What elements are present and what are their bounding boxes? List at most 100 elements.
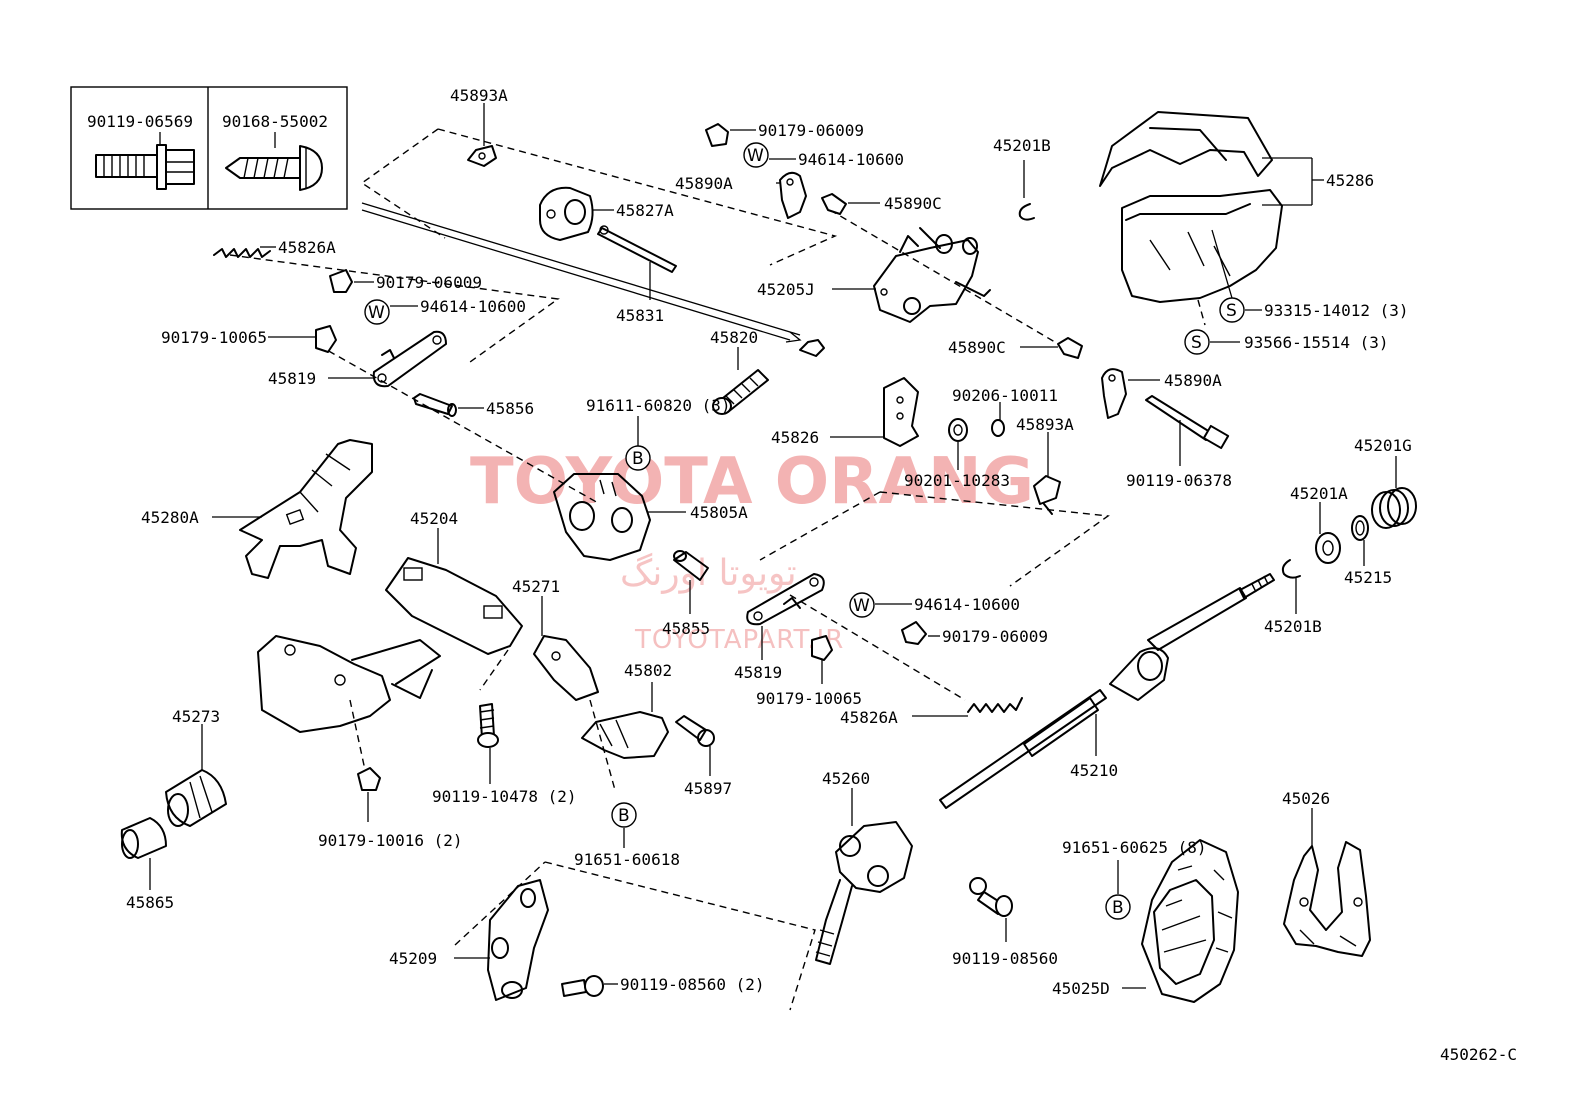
- label-90119-06378: 90119-06378: [1126, 471, 1232, 490]
- svg-text:S: S: [1191, 333, 1202, 353]
- label-45820: 45820: [710, 328, 758, 347]
- diagram-code: 450262-C: [1440, 1045, 1517, 1064]
- bolt-45820: [712, 347, 769, 415]
- shaft-45210: [939, 573, 1275, 809]
- label-45802: 45802: [624, 661, 672, 680]
- label-93566-15514: 93566-15514 (3): [1244, 333, 1389, 352]
- label-45826A-bottom: 45826A: [840, 708, 898, 727]
- label-45026: 45026: [1282, 789, 1330, 808]
- label-91651-60625: 91651-60625 (8): [1062, 838, 1207, 857]
- label-90179-06009-b: 90179-06009: [758, 121, 864, 140]
- washer-symbol-right: W: [849, 592, 912, 618]
- pin-45890C-top: [821, 193, 880, 215]
- label-45890C-top: 45890C: [884, 194, 942, 213]
- spring-45826A-bottom: [912, 697, 1023, 717]
- label-45201B-mid: 45201B: [1264, 617, 1322, 636]
- plate-45271: [533, 596, 599, 701]
- label-90201-10283: 90201-10283: [904, 471, 1010, 490]
- screw-small: [799, 339, 825, 357]
- label-45819-b: 45819: [734, 663, 782, 682]
- label-45271: 45271: [512, 577, 560, 596]
- watermark-url: TOYOTAPART.IR: [634, 625, 844, 655]
- lever-45890A-top: [776, 171, 807, 219]
- pin-45855: [673, 550, 709, 614]
- label-45025D: 45025D: [1052, 979, 1110, 998]
- ring-45215: [1351, 515, 1369, 566]
- link-45819-left: [328, 330, 447, 388]
- joint-45209: [454, 879, 549, 1001]
- nut-90179-10065-right: [811, 635, 833, 684]
- label-45273: 45273: [172, 707, 220, 726]
- label-90179-06009-a: 90179-06009: [376, 273, 482, 292]
- tapping-screw-icon: [225, 145, 323, 191]
- label-93315-14012: 93315-14012 (3): [1264, 301, 1409, 320]
- label-90179-10065-a: 90179-10065: [161, 328, 267, 347]
- plate-45827A: [539, 186, 614, 241]
- bolt-90119-10478: [477, 703, 499, 784]
- nut-90179-06009-top: [705, 123, 756, 147]
- label-45805A: 45805A: [690, 503, 748, 522]
- clip-45201B-mid: [1281, 559, 1301, 614]
- label-45280A: 45280A: [141, 508, 199, 527]
- bracket-45826: [830, 377, 919, 447]
- label-45831: 45831: [616, 306, 664, 325]
- label-45826: 45826: [771, 428, 819, 447]
- label-45205J: 45205J: [757, 280, 815, 299]
- flange-bolt-icon: [95, 144, 195, 190]
- bracket-45026: [1283, 808, 1371, 957]
- sleeve-45273: [165, 724, 227, 827]
- label-91611-60820: 91611-60820 (3): [586, 396, 731, 415]
- label-90119-08560-a: 90119-08560: [952, 949, 1058, 968]
- clip-45201B-top: [1018, 160, 1035, 221]
- svg-text:B: B: [618, 806, 630, 826]
- bolt-90119-08560-upper: [969, 877, 1013, 942]
- label-45210: 45210: [1070, 761, 1118, 780]
- lever-45802: [581, 682, 669, 759]
- label-91651-60618: 91651-60618: [574, 850, 680, 869]
- bracket-45893A-mid: [1033, 432, 1061, 515]
- label-45826A-top: 45826A: [278, 238, 336, 257]
- rod-45831: [597, 225, 677, 300]
- bolt-symbol-b-upper: B: [625, 416, 651, 471]
- label-45204: 45204: [410, 509, 458, 528]
- label-45890C-mid: 45890C: [948, 338, 1006, 357]
- bolt-90119-08560-lower: [561, 975, 618, 997]
- label-45855: 45855: [662, 619, 710, 638]
- label-45215: 45215: [1344, 568, 1392, 587]
- lever-45890A-mid: [1101, 368, 1160, 419]
- label-94614-10600-b: 94614-10600: [798, 150, 904, 169]
- legend-bolt-label: 90119-06569: [87, 112, 193, 131]
- svg-text:W: W: [747, 146, 764, 166]
- screw-symbol-s-lower: S: [1184, 329, 1240, 355]
- svg-text:W: W: [368, 303, 385, 323]
- fastener-legend-box: 90119-06569 90168-55002: [70, 86, 348, 210]
- bracket-45280A: [212, 439, 373, 579]
- nut-90179-06009-left: [329, 269, 374, 293]
- nut-90179-10065-left: [268, 325, 337, 353]
- label-45893A-top: 45893A: [450, 86, 508, 105]
- pin-45856: [413, 393, 484, 417]
- spring-45826A-top: [213, 246, 276, 258]
- label-45201B-top: 45201B: [993, 136, 1051, 155]
- label-45209: 45209: [389, 949, 437, 968]
- lock-assembly-45205J: [832, 227, 991, 323]
- nut-90179-10016: [357, 767, 381, 822]
- label-90206-10011: 90206-10011: [952, 386, 1058, 405]
- pin-45897: [675, 715, 715, 776]
- bolt-90119-06378: [1145, 395, 1230, 466]
- label-90119-10478: 90119-10478 (2): [432, 787, 577, 806]
- svg-text:B: B: [632, 449, 644, 469]
- housing-45805A: [553, 473, 686, 561]
- label-90179-10065-b: 90179-10065: [756, 689, 862, 708]
- label-45865: 45865: [126, 893, 174, 912]
- label-45893A-mid: 45893A: [1016, 415, 1074, 434]
- label-90179-06009-c: 90179-06009: [942, 627, 1048, 646]
- spring-45201G: [1371, 456, 1417, 529]
- column-cover-45286: [1099, 111, 1324, 303]
- label-45890A-top: 45890A: [675, 174, 733, 193]
- washer-90206-10011: [991, 402, 1005, 437]
- bushing-45865: [120, 817, 167, 890]
- label-45201A: 45201A: [1290, 484, 1348, 503]
- label-45260: 45260: [822, 769, 870, 788]
- pin-45890C-mid: [1020, 337, 1083, 359]
